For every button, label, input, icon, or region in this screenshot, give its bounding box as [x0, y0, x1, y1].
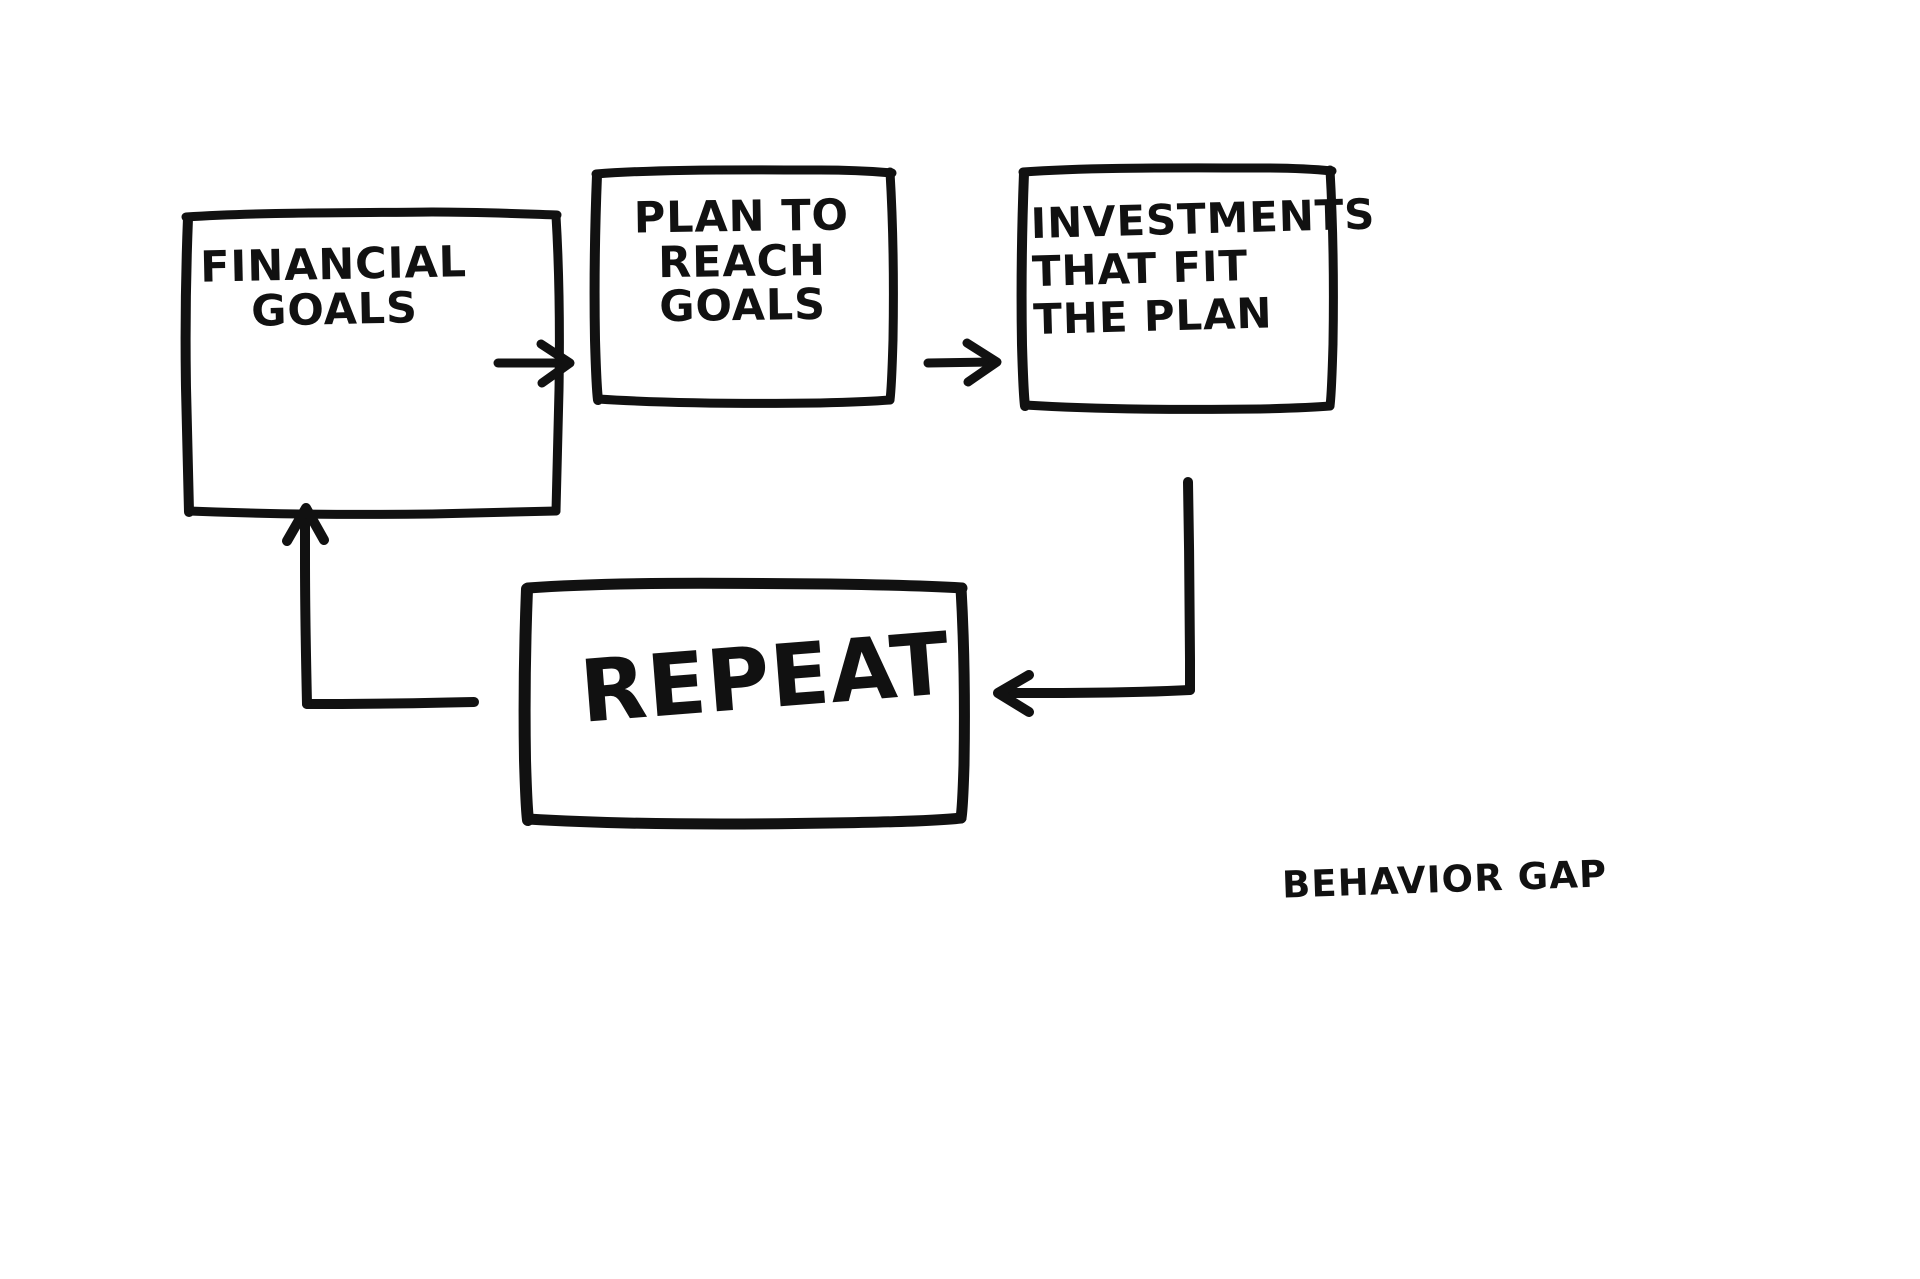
node-box-plan-to-reach-goals [589, 165, 898, 408]
node-box-financial-goals [180, 207, 564, 519]
node-label-investments-that-fit-the-plan: INVESTMENTS THAT FIT THE PLAN [1030, 189, 1376, 344]
connector-plan-to-investments [923, 338, 1002, 387]
node-label-plan-to-reach-goals: PLAN TO REACH GOALS [633, 190, 850, 333]
node-label-financial-goals: FINANCIAL GOALS [199, 237, 468, 337]
connector-investments-to-repeat [993, 477, 1195, 717]
connector-repeat-to-goals [282, 503, 479, 709]
connector-goals-to-plan [493, 339, 575, 388]
node-box-repeat [518, 577, 970, 830]
node-box-investments [1016, 163, 1338, 414]
